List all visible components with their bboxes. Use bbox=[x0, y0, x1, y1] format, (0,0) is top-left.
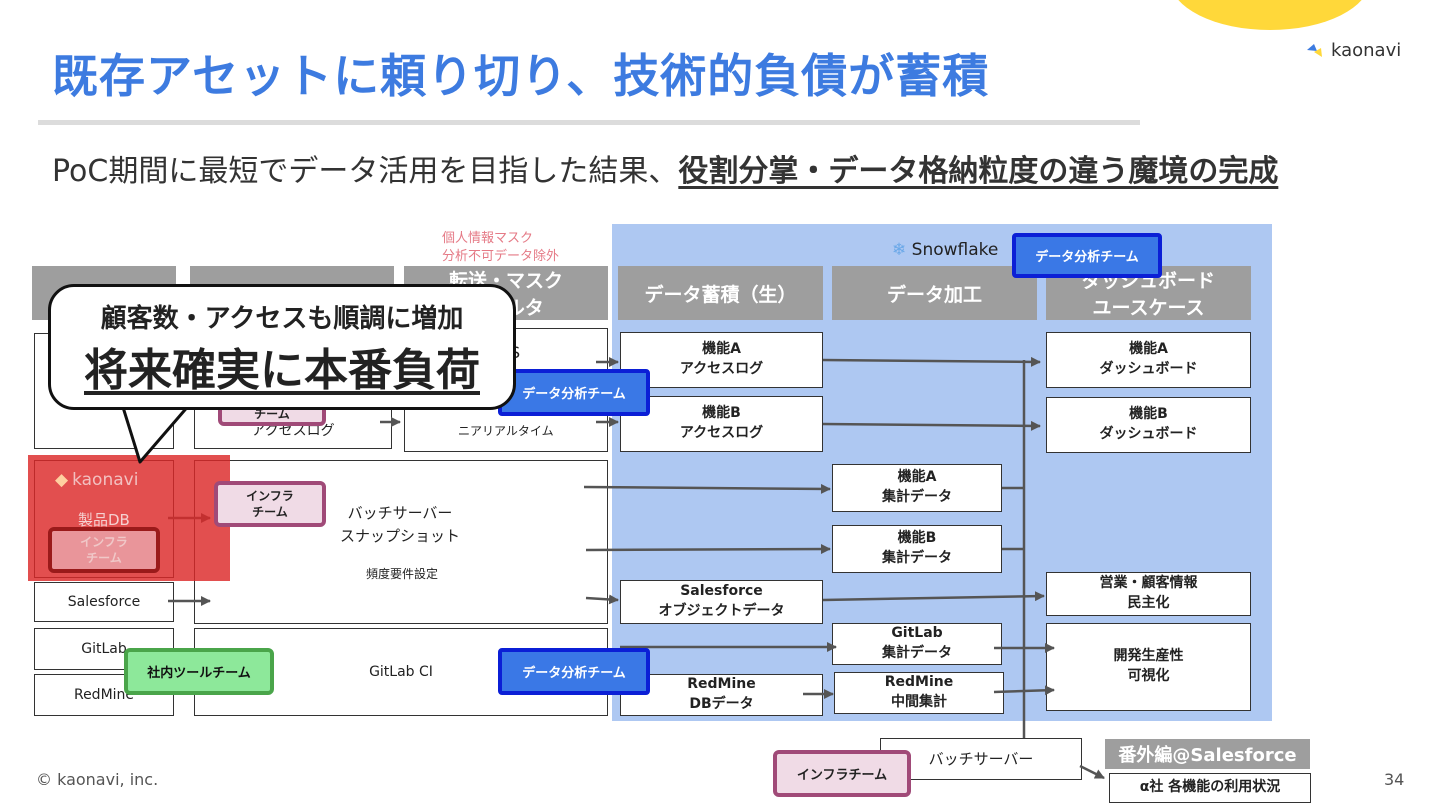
subtitle-plain: PoC期間に最短でデータ活用を目指した結果、 bbox=[52, 154, 679, 189]
dashboard-dev-productivity: 開発生産性 可視化 bbox=[1046, 623, 1251, 711]
dashboard-feature-a: 機能A ダッシュボード bbox=[1046, 332, 1251, 388]
dashboard-sales-info: 営業・顧客情報 民主化 bbox=[1046, 572, 1251, 616]
near-realtime-label: ニアリアルタイム bbox=[458, 424, 554, 438]
mask-note: 個人情報マスク 分析不可データ除外 bbox=[442, 231, 560, 264]
subtitle-emphasis: 役割分掌・データ格納粒度の違う魔境の完成 bbox=[678, 154, 1279, 189]
snowflake-label: ❄ Snowflake bbox=[892, 240, 999, 260]
batch-infra-team: インフラ チーム bbox=[214, 481, 326, 527]
speech-callout bbox=[48, 284, 516, 410]
frequency-setting-label: 頻度要件設定 bbox=[366, 567, 439, 581]
logo-text: kaonavi bbox=[1331, 40, 1402, 61]
slide-title: 既存アセットに頼り切り、技術的負債が蓄積 bbox=[52, 49, 990, 103]
raw-feature-b-log: 機能B アクセスログ bbox=[620, 396, 823, 452]
product-db-infra-team: インフラ チーム bbox=[48, 527, 160, 573]
batch-server-label: バッチサーバー スナップショット bbox=[339, 504, 460, 545]
data-analysis-team-snowflake: データ分析チーム bbox=[1012, 233, 1162, 278]
processed-redmine: RedMine 中間集計 bbox=[834, 672, 1004, 714]
infra-team-bottom: インフラチーム bbox=[773, 750, 911, 797]
source-salesforce-box: Salesforce bbox=[34, 582, 174, 622]
alpha-usage-box: α社 各機能の利用状況 bbox=[1109, 773, 1311, 803]
bangai-header: 番外編@Salesforce bbox=[1105, 739, 1310, 769]
processed-feature-b: 機能B 集計データ bbox=[832, 525, 1002, 573]
header-raw-storage: データ蓄積（生） bbox=[618, 266, 823, 320]
kaonavi-small-icon: ◆ bbox=[55, 470, 69, 490]
dashboard-feature-b: 機能B ダッシュボード bbox=[1046, 397, 1251, 453]
product-db-logo: ◆kaonavi bbox=[55, 470, 139, 490]
raw-salesforce-object: Salesforce オブジェクトデータ bbox=[620, 580, 823, 624]
bottom-batch-server: バッチサーバー bbox=[880, 738, 1082, 780]
callout-line2: 将来確実に本番負荷 bbox=[84, 345, 480, 396]
raw-feature-a-log: 機能A アクセスログ bbox=[620, 332, 823, 388]
kaonavi-logo-icon bbox=[1307, 43, 1322, 57]
product-db-label: 製品DB bbox=[78, 511, 130, 529]
raw-redmine-db: RedMine DBデータ bbox=[620, 674, 823, 716]
data-analysis-team-transfer: データ分析チーム bbox=[498, 369, 650, 416]
copyright-footer: © kaonavi, inc. bbox=[36, 770, 159, 789]
data-analysis-team-gitlab: データ分析チーム bbox=[498, 648, 650, 695]
kaonavi-logo: kaonavi bbox=[1305, 40, 1401, 61]
slide-subtitle: PoC期間に最短でデータ活用を目指した結果、役割分掌・データ格納粒度の違う魔境の… bbox=[52, 146, 1278, 190]
page-number: 34 bbox=[1384, 770, 1405, 789]
title-divider bbox=[38, 120, 1140, 125]
processed-feature-a: 機能A 集計データ bbox=[832, 464, 1002, 512]
internal-tools-team: 社内ツールチーム bbox=[124, 648, 274, 695]
snowflake-icon: ❄ bbox=[892, 240, 912, 260]
header-processing: データ加工 bbox=[832, 266, 1037, 320]
processed-gitlab: GitLab 集計データ bbox=[832, 623, 1002, 665]
callout-line1: 顧客数・アクセスも順調に増加 bbox=[100, 304, 464, 334]
